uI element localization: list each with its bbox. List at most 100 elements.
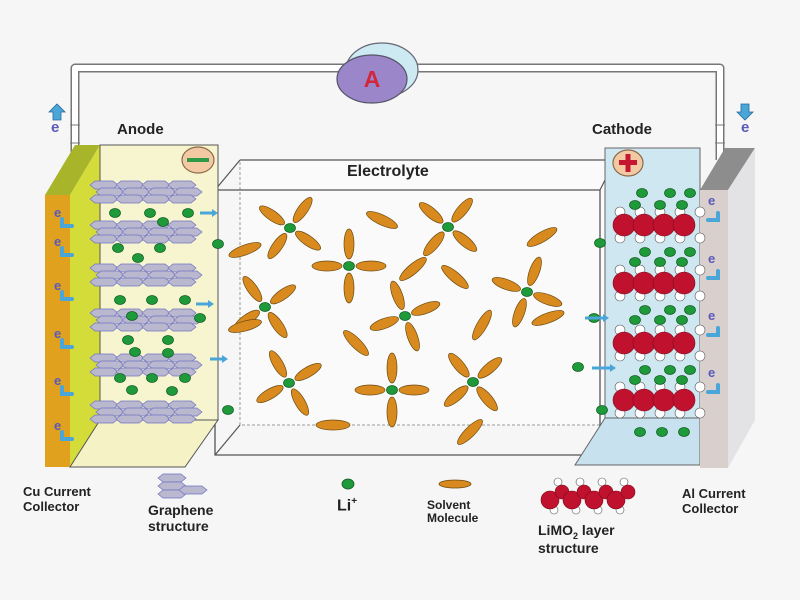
solvent-molecule [267,312,288,338]
li-ion [594,238,606,248]
solvent-molecule [477,357,503,379]
electron-flow-arrow-icon [60,217,74,228]
li-ion [399,311,411,321]
graphene-hex [89,234,119,244]
li-ion [656,427,668,437]
solvent-molecule [512,298,527,328]
electron-flow-arrow-icon [706,326,720,337]
metal-atom [652,388,676,412]
li-ion [386,385,398,395]
graphene-layer [89,308,203,332]
solvent-molecule [398,384,430,396]
electron-label: e [54,373,61,388]
solvent-molecule [256,384,284,404]
graphene-hex [89,322,119,332]
metal-atom [632,388,656,412]
graphene-layer [89,220,203,244]
solvent-molecule [343,330,369,356]
graphene-layer [89,263,203,287]
solvent-molecule [366,211,398,229]
oxygen-atom [694,381,706,393]
li-ion [572,362,584,372]
legend-solvent-label: Solvent Molecule [427,498,479,526]
solvent-molecule [448,352,470,378]
li-ion [634,427,646,437]
solvent-molecule [390,280,405,310]
li-ion [212,239,224,249]
cathode-positive-badge [612,149,644,177]
metal-atom [612,271,636,295]
legend-limo2-label: LiMO2 layer structure [538,522,615,557]
li-ion [146,295,158,305]
solvated-li-cluster [443,352,503,412]
li-ion [654,375,666,385]
electron-label: e [54,278,61,293]
legend-al-line1: Al Current [682,486,746,501]
electron-out-arrow-icon [48,103,66,121]
anode-negative-badge [181,146,215,174]
solvated-li-cluster [369,280,441,352]
solvent-molecule [228,242,262,258]
solvent-molecule [452,230,478,252]
solvent-molecule [399,257,427,281]
li-ion [112,243,124,253]
li-ion [284,223,296,233]
solvent-molecule [267,233,288,259]
li-ion [146,373,158,383]
solvent-molecule [405,322,420,352]
electron-label: e [54,418,61,433]
solvent-molecule [451,197,473,223]
legend-limo2-line1: LiMO2 layer [538,522,615,541]
legend-li-superscript: + [351,496,358,507]
legend-li-ion-label: Li+ [337,496,357,515]
li-ion [664,305,676,315]
li-ion [467,377,479,387]
metal-atom [672,388,696,412]
li-ion [157,217,169,227]
limo2-layer [612,381,706,419]
limo2-layer [612,206,706,244]
li-ion [629,200,641,210]
solvent-molecule [354,384,386,396]
li-ion [259,302,271,312]
electron-flow-arrow-icon [706,269,720,280]
metal-atom [612,331,636,355]
oxygen-atom [694,407,706,419]
li-ion [129,347,141,357]
legend-limo2-icon [540,477,636,515]
graphene-hex [167,367,197,377]
legend-limo2-formula: LiMO [538,522,573,538]
graphene-hex [115,322,145,332]
solvent-molecule [295,230,321,251]
solvent-molecule [259,205,285,226]
electron-label: e [708,251,715,266]
legend-limo2-line2: structure [538,539,599,556]
solvent-molecule [242,276,263,302]
solvent-molecule [228,319,262,333]
graphene-hex [141,234,171,244]
legend-solvent-line2: Molecule [427,511,479,526]
graphene-hex [167,414,197,424]
metal-atom [632,213,656,237]
li-ion [629,315,641,325]
electron-flow-arrow-icon [60,246,74,257]
solvent-molecule [270,284,296,305]
li-ion [636,188,648,198]
electron-flow-arrow-icon [60,430,74,441]
solvent-molecule [343,228,355,260]
li-ion [664,188,676,198]
solvent-molecule [418,202,444,224]
solvent-molecule [533,292,563,307]
graphene-hex [167,263,197,273]
li-ion [132,253,144,263]
li-ion [654,315,666,325]
solvent-molecule [315,419,351,431]
metal-atom [584,490,604,510]
electron-label: e [54,234,61,249]
graphene-hex [178,485,208,495]
solvent-molecule [476,386,498,412]
li-ion [684,188,696,198]
graphene-hex [167,308,197,318]
